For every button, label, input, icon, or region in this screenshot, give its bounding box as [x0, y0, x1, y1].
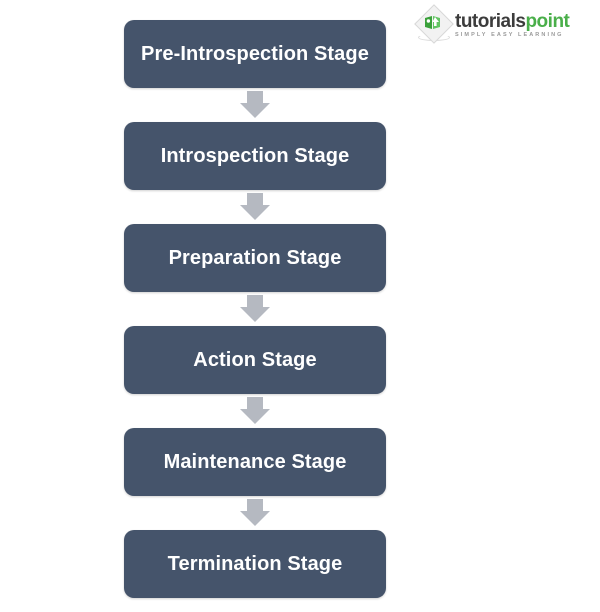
arrow-down-icon — [240, 295, 270, 323]
connector-3 — [124, 292, 386, 326]
stage-box-5: Maintenance Stage — [124, 428, 386, 496]
arrow-stem — [247, 295, 263, 308]
arrow-stem — [247, 91, 263, 104]
stage-box-6: Termination Stage — [124, 530, 386, 598]
flowchart: Pre-Introspection Stage Introspection St… — [124, 20, 386, 598]
arrow-head — [240, 103, 270, 118]
arrow-head — [240, 307, 270, 322]
connector-5 — [124, 496, 386, 530]
arrow-stem — [247, 397, 263, 410]
arrow-down-icon — [240, 193, 270, 221]
logo-book-glyph — [425, 16, 440, 29]
stage-box-2: Introspection Stage — [124, 122, 386, 190]
arrow-head — [240, 409, 270, 424]
logo-tagline: SIMPLY EASY LEARNING — [455, 31, 564, 38]
logo-word: tutorialspoint — [455, 10, 570, 32]
book-diamond-icon — [414, 4, 454, 44]
connector-4 — [124, 394, 386, 428]
arrow-stem — [247, 193, 263, 206]
stage-label-6: Termination Stage — [167, 552, 343, 575]
connector-1 — [124, 88, 386, 122]
arrow-down-icon — [240, 499, 270, 527]
arrow-stem — [247, 499, 263, 512]
tutorialspoint-logo: tutorialspoint SIMPLY EASY LEARNING — [414, 4, 588, 44]
stage-box-3: Preparation Stage — [124, 224, 386, 292]
arrow-down-icon — [240, 397, 270, 425]
stage-box-4: Action Stage — [124, 326, 386, 394]
stage-label-3: Preparation Stage — [168, 246, 342, 269]
stage-label-4: Action Stage — [193, 348, 317, 371]
stage-box-1: Pre-Introspection Stage — [124, 20, 386, 88]
logo-word-accent: point — [525, 10, 570, 32]
arrow-head — [240, 511, 270, 526]
arrow-down-icon — [240, 91, 270, 119]
stage-label-1: Pre-Introspection Stage — [141, 42, 369, 65]
logo-wordmark: tutorialspoint SIMPLY EASY LEARNING — [455, 10, 570, 39]
connector-2 — [124, 190, 386, 224]
stage-label-2: Introspection Stage — [160, 144, 350, 167]
logo-word-primary: tutorials — [455, 10, 526, 32]
arrow-head — [240, 205, 270, 220]
stage-label-5: Maintenance Stage — [163, 450, 347, 473]
